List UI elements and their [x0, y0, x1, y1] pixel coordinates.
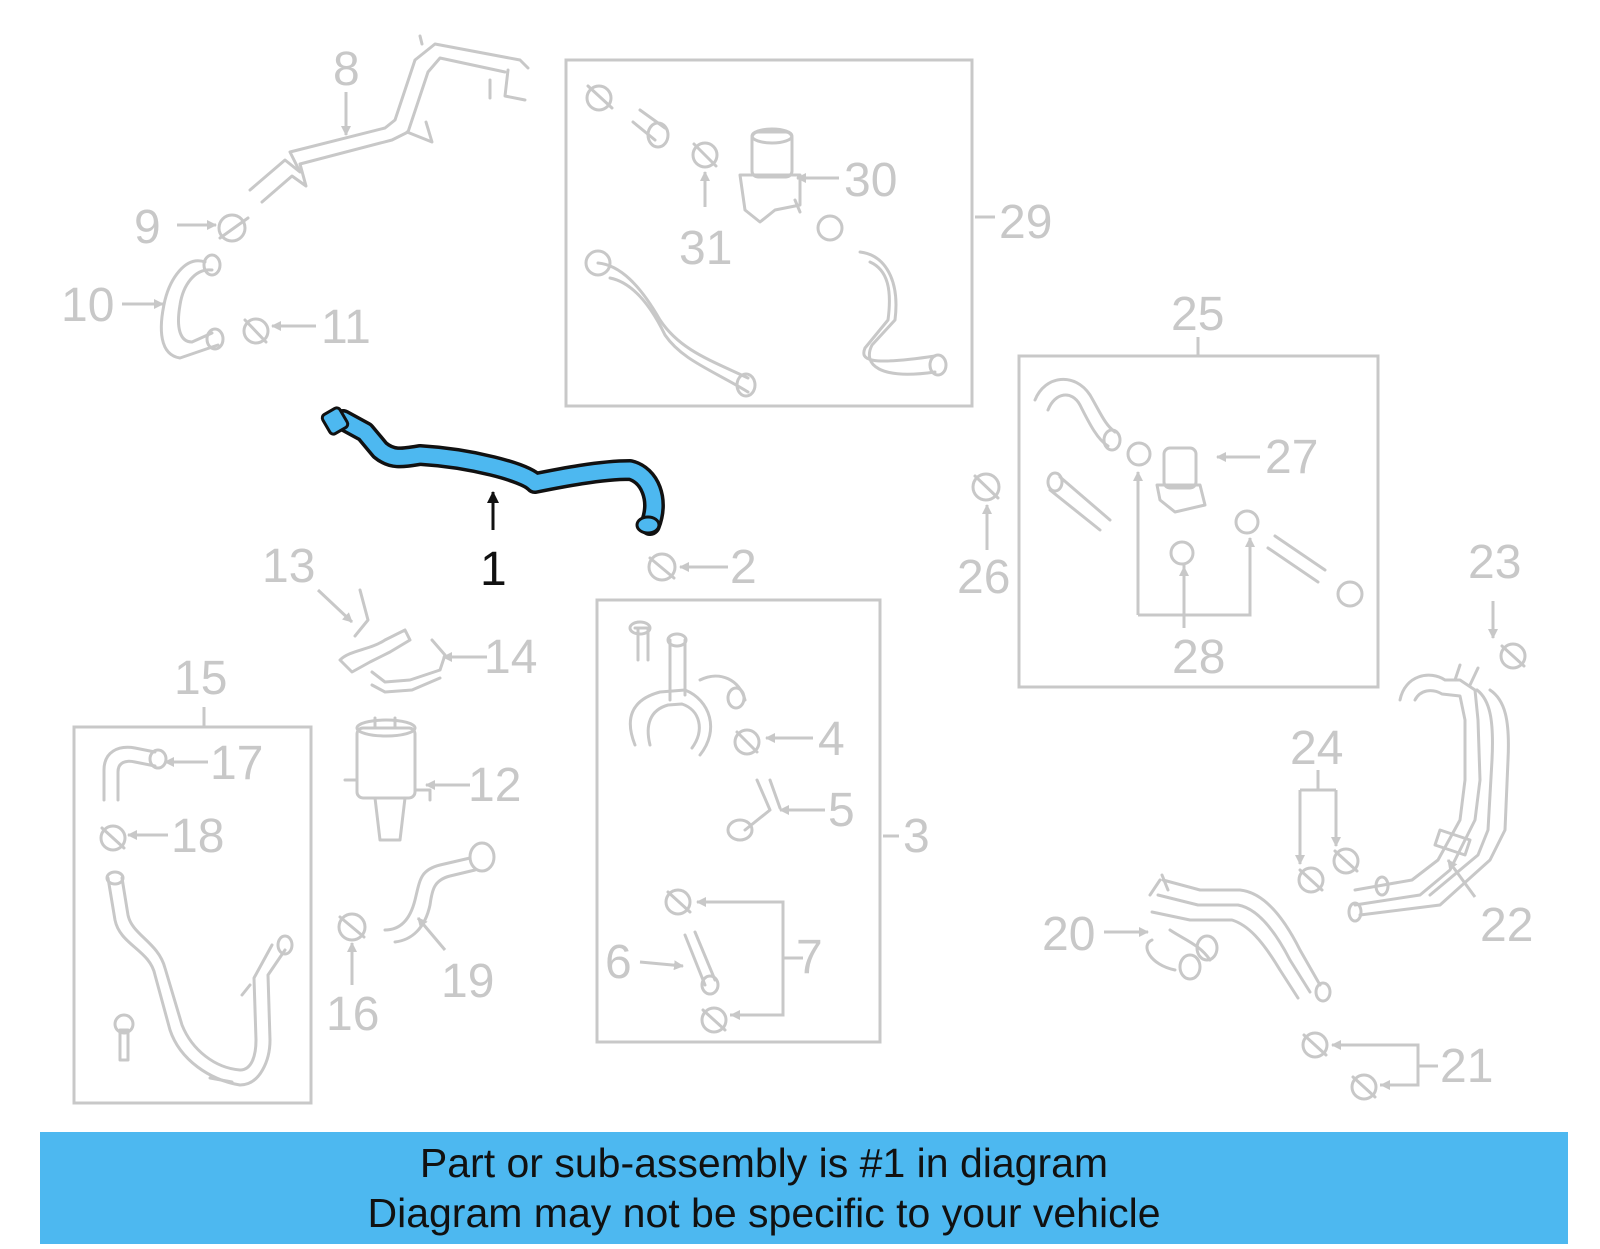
callout-3: 3 [903, 810, 930, 863]
banner-line-disclaimer: Diagram may not be specific to your vehi… [367, 1190, 1161, 1236]
part-23-clamp [1499, 642, 1527, 670]
callout-4: 4 [818, 713, 845, 766]
part-25-components [1033, 378, 1364, 608]
info-banner: Part or sub-assembly is #1 in diagram Di… [40, 1132, 1568, 1244]
part-1-heater-hose [320, 406, 665, 536]
part-2-clamp [647, 552, 677, 582]
callout-16: 16 [326, 988, 379, 1041]
callout-21: 21 [1440, 1040, 1493, 1093]
callout-6: 6 [605, 936, 632, 989]
part-29-hoses [584, 84, 948, 398]
part-26-clamp [971, 472, 1001, 502]
part-8-pipe [248, 34, 530, 204]
callout-27: 27 [1265, 431, 1318, 484]
part-30-valve [738, 127, 802, 224]
callout-labels: 1 2 3 4 5 6 7 8 9 10 11 12 13 14 15 16 1… [61, 43, 1533, 1093]
part-20-hose-assembly [1145, 873, 1332, 1003]
callout-29: 29 [999, 196, 1052, 249]
part-16-clamp [337, 912, 367, 942]
part-11-clamp [242, 317, 270, 345]
callout-26: 26 [957, 551, 1010, 604]
part-15-components [99, 745, 294, 1087]
part-24-clamps [1297, 847, 1360, 894]
group-box-29 [564, 58, 974, 408]
callout-10: 10 [61, 279, 114, 332]
part-14-bracket [370, 638, 447, 694]
callout-20: 20 [1042, 908, 1095, 961]
part-10-hose [159, 253, 225, 360]
callout-7: 7 [796, 931, 823, 984]
part-9-clamp [217, 213, 250, 243]
part-12-pump [343, 716, 432, 842]
callout-18: 18 [171, 810, 224, 863]
callout-28: 28 [1172, 631, 1225, 684]
callout-11: 11 [321, 301, 371, 354]
callout-25: 25 [1171, 288, 1224, 341]
callout-17: 17 [210, 737, 263, 790]
part-22-pipes [1347, 663, 1510, 923]
part-19-hose [383, 841, 496, 944]
callout-14: 14 [484, 631, 537, 684]
leader-lines [122, 92, 1498, 1090]
callout-22: 22 [1480, 899, 1533, 952]
group-box-3 [595, 598, 882, 1044]
callout-5: 5 [828, 784, 855, 837]
callout-24: 24 [1290, 722, 1343, 775]
part-13-bracket [338, 588, 412, 674]
group-box-15 [72, 725, 313, 1105]
callout-23: 23 [1468, 536, 1521, 589]
callout-19: 19 [441, 955, 494, 1008]
callout-31: 31 [679, 222, 732, 275]
callout-12: 12 [468, 759, 521, 812]
callout-2: 2 [730, 541, 757, 594]
callout-9: 9 [134, 201, 161, 254]
part-21-clamps [1301, 1031, 1378, 1101]
callout-1: 1 [480, 543, 507, 596]
callout-15: 15 [174, 652, 227, 705]
callout-30: 30 [844, 154, 897, 207]
callout-13: 13 [262, 540, 315, 593]
part-3-components [628, 620, 782, 1034]
callout-8: 8 [333, 43, 360, 96]
banner-line-part: Part or sub-assembly is #1 in diagram [419, 1140, 1109, 1186]
